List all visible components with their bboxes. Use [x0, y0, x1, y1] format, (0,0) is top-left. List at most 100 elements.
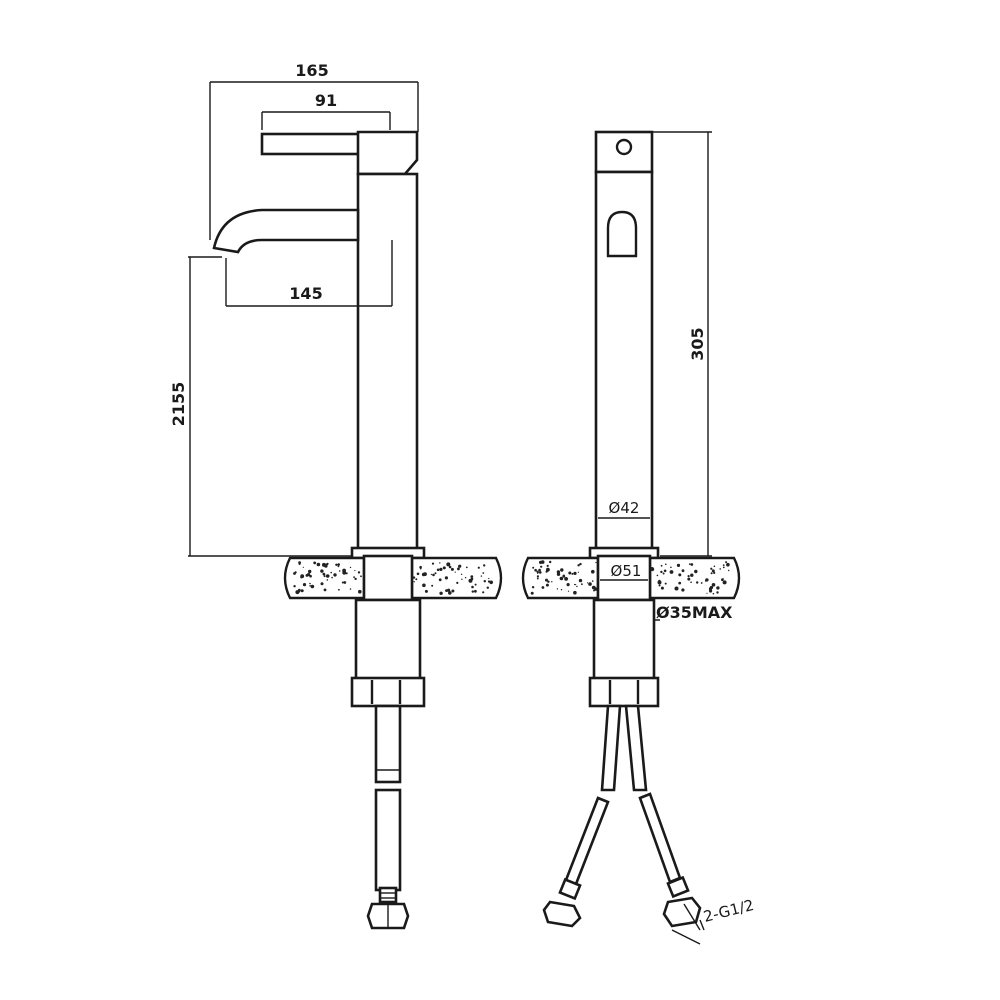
- stone-speck: [324, 564, 328, 568]
- stone-speck: [530, 591, 534, 595]
- stone-speck: [711, 569, 715, 573]
- hose-right-lower: [638, 792, 702, 928]
- stone-speck: [300, 589, 304, 593]
- stone-speck: [541, 586, 545, 589]
- hose-upper-segment: [374, 788, 402, 892]
- stone-speck: [488, 577, 490, 580]
- stone-speck: [293, 572, 296, 575]
- stone-speck: [537, 577, 539, 579]
- stone-speck: [448, 565, 452, 569]
- stone-speck: [576, 585, 578, 588]
- stone-speck: [458, 564, 462, 568]
- stone-speck: [591, 585, 596, 590]
- handle-front: [594, 130, 654, 174]
- stone-speck: [465, 566, 468, 569]
- stone-texture: [293, 560, 730, 595]
- stone-speck: [310, 584, 315, 589]
- stone-speck: [660, 570, 663, 574]
- stone-speck: [662, 572, 665, 575]
- stone-speck: [656, 574, 659, 577]
- stone-speck: [556, 588, 559, 590]
- stone-speck: [657, 580, 662, 585]
- stone-speck: [562, 574, 566, 578]
- stone-speck: [591, 569, 595, 574]
- stone-speck: [415, 578, 418, 581]
- stone-speck: [687, 577, 691, 581]
- stone-speck: [573, 590, 577, 595]
- stone-speck: [587, 582, 589, 584]
- stone-speck: [660, 564, 663, 567]
- stone-speck: [322, 572, 326, 576]
- stone-speck: [650, 567, 655, 572]
- stone-speck: [354, 569, 356, 572]
- stone-speck: [483, 580, 486, 583]
- stone-speck: [712, 592, 715, 595]
- dim-label-thread: 2-G1/2: [702, 896, 756, 926]
- stone-speck: [480, 575, 483, 577]
- stone-speck: [470, 577, 474, 581]
- stone-speck: [439, 567, 443, 572]
- stone-speck: [302, 566, 304, 568]
- stone-speck: [665, 563, 667, 566]
- stone-speck: [573, 571, 577, 576]
- stone-speck: [595, 561, 597, 564]
- stone-speck: [556, 572, 561, 576]
- faucet-body-front: [594, 170, 654, 552]
- stone-speck: [722, 580, 727, 585]
- stone-speck: [536, 575, 540, 578]
- aerator-outlet: [606, 210, 638, 258]
- dim-handle-length: 91: [261, 91, 391, 130]
- stone-speck: [574, 583, 576, 586]
- stone-speck: [422, 583, 426, 588]
- stone-speck: [546, 564, 549, 568]
- stone-speck: [309, 574, 312, 578]
- stone-speck: [419, 565, 422, 569]
- hose-left-lower: [542, 796, 610, 928]
- dim-total-height: 305: [652, 131, 712, 557]
- stone-speck: [664, 582, 667, 585]
- stone-speck: [341, 581, 344, 584]
- hose-fitting: [366, 886, 410, 930]
- stone-speck: [591, 580, 594, 582]
- stone-speck: [547, 580, 550, 583]
- stone-speck: [342, 570, 347, 575]
- stone-speck: [540, 565, 543, 568]
- stone-speck: [320, 582, 324, 586]
- stone-speck: [709, 585, 714, 590]
- stone-speck: [690, 563, 694, 566]
- stone-speck: [309, 585, 311, 587]
- stone-speck: [536, 570, 539, 573]
- dim-label-d51: Ø51: [611, 562, 642, 580]
- stone-speck: [307, 573, 311, 577]
- stone-speck: [456, 581, 459, 585]
- stone-speck: [349, 588, 352, 590]
- stone-speck: [323, 588, 327, 592]
- stone-speck: [725, 561, 728, 564]
- stone-speck: [577, 571, 580, 573]
- stone-speck: [694, 569, 698, 574]
- stone-speck: [482, 572, 485, 574]
- mounting-sleeve-front: [596, 554, 652, 602]
- stone-speck: [454, 571, 456, 573]
- stone-speck: [450, 567, 454, 571]
- stone-speck: [678, 581, 682, 585]
- stone-speck: [489, 580, 494, 585]
- stone-speck: [331, 576, 333, 579]
- stone-speck: [690, 573, 694, 577]
- stone-speck: [721, 578, 724, 581]
- stone-speck: [298, 563, 301, 566]
- stone-speck: [566, 583, 570, 587]
- stone-speck: [474, 589, 477, 593]
- dim-spout-height: 2155: [169, 256, 356, 557]
- stone-speck: [688, 563, 691, 565]
- stone-speck: [457, 567, 460, 571]
- stone-speck: [320, 569, 324, 573]
- stone-speck: [490, 582, 493, 584]
- dim-label-165: 165: [295, 61, 328, 80]
- stone-speck: [353, 576, 355, 578]
- stone-speck: [343, 581, 347, 584]
- stone-speck: [438, 578, 442, 582]
- stone-speck: [446, 562, 451, 567]
- handle-screw: [615, 138, 633, 156]
